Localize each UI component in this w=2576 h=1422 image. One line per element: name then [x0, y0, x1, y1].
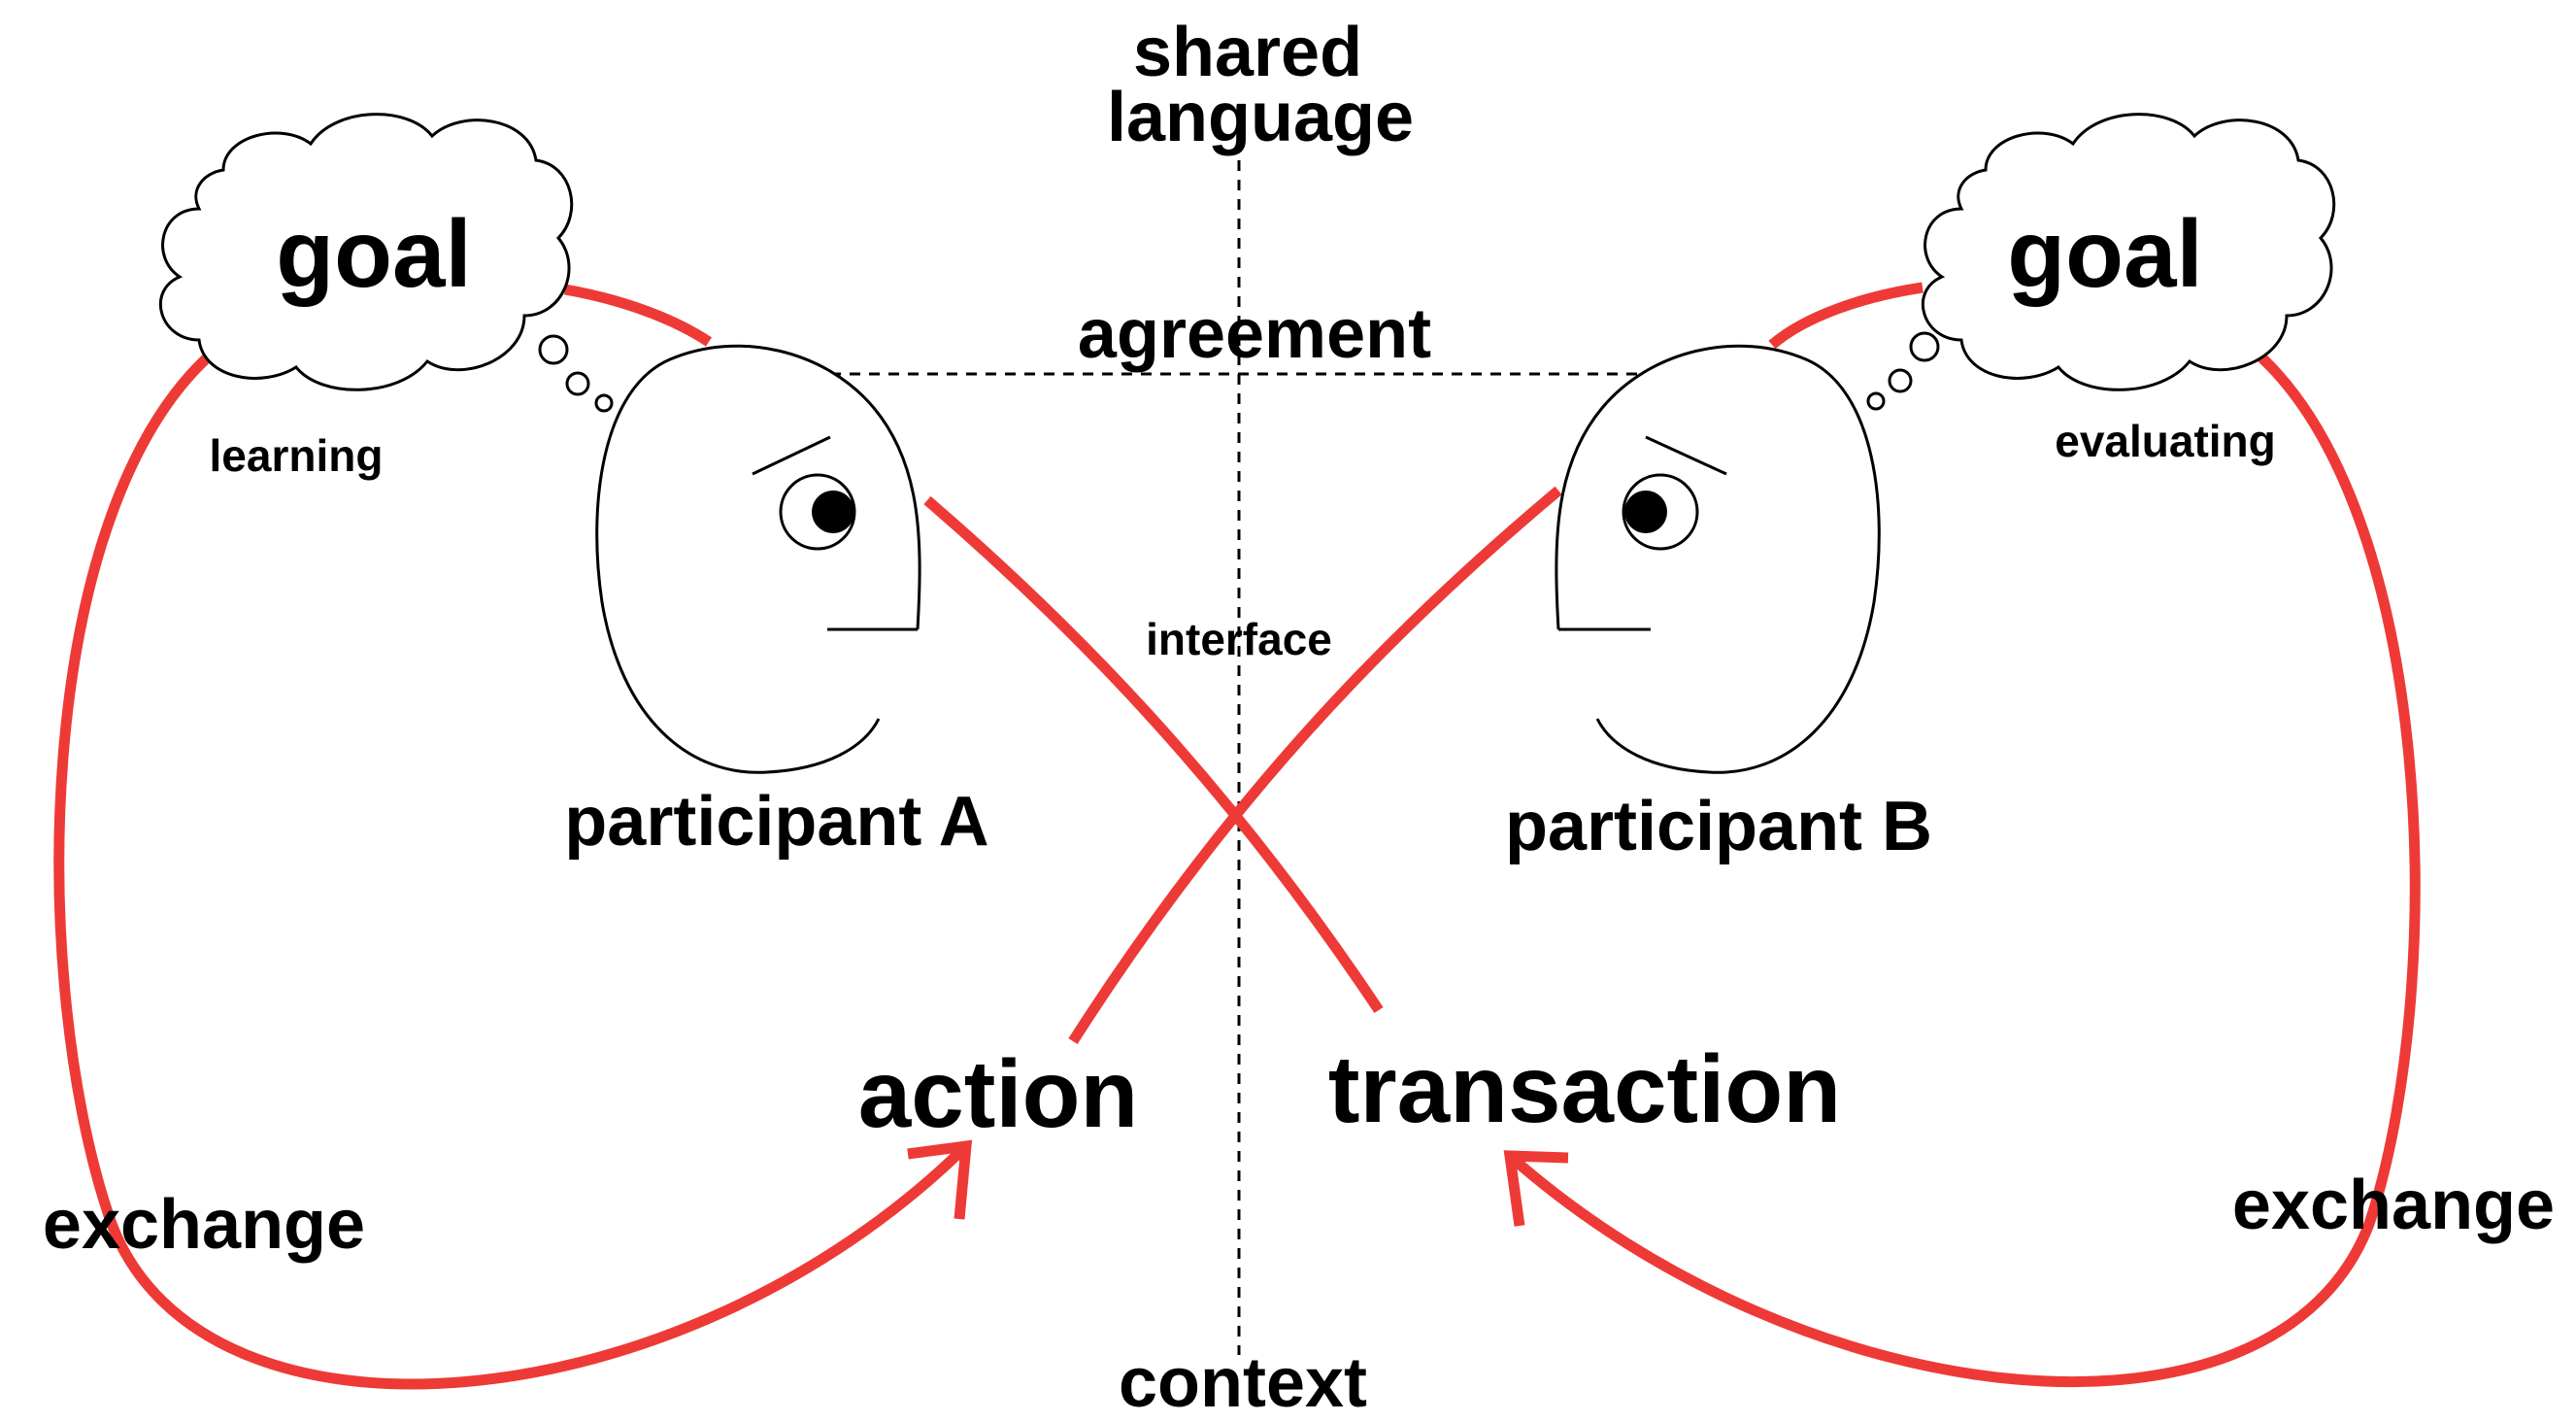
learning-label: learning [210, 430, 384, 481]
participant-b-head-icon [1555, 344, 1881, 774]
right-thought-cloud-icon [1866, 113, 2336, 411]
participant-a-head-icon [595, 344, 921, 774]
interface-label: interface [1146, 614, 1332, 664]
participant-a-to-transaction-line [923, 495, 1384, 1014]
action-label: action [858, 1040, 1139, 1147]
shared-language-label-line2: language [1107, 79, 1414, 156]
right-goal-to-transaction-loop [1506, 343, 2421, 1387]
agreement-label: agreement [1078, 295, 1431, 373]
shared-language-label-line1: shared [1133, 14, 1362, 91]
participant-b-to-action-line [1068, 486, 1562, 1044]
right-goal-label: goal [2007, 200, 2202, 307]
right-goal-to-head-arc [1768, 282, 1924, 350]
left-exchange-label: exchange [43, 1186, 365, 1264]
left-thought-cloud-icon [158, 113, 614, 413]
left-goal-to-action-loop [53, 343, 970, 1390]
participant-a-label: participant A [564, 783, 988, 861]
transaction-label: transaction [1328, 1035, 1841, 1142]
context-label: context [1119, 1344, 1367, 1422]
left-arrowhead [907, 1139, 973, 1220]
right-arrowhead [1503, 1150, 1569, 1227]
participant-b-label: participant B [1505, 788, 1932, 865]
right-exchange-label: exchange [2232, 1167, 2555, 1244]
left-goal-to-head-arc [564, 284, 713, 347]
left-goal-label: goal [276, 200, 471, 307]
evaluating-label: evaluating [2055, 416, 2276, 466]
